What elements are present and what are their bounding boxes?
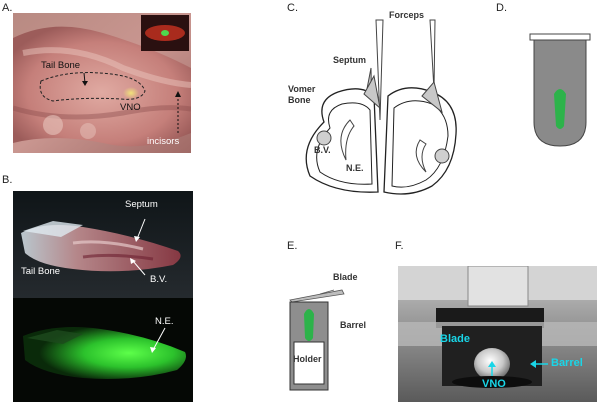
- panel-c-label-vomer-bone: Vomer Bone: [288, 84, 316, 105]
- panel-c-letter: C.: [287, 2, 298, 14]
- panel-c-label-ne: N.E.: [346, 163, 364, 173]
- panel-f-letter: F.: [395, 240, 404, 252]
- panel-b-image-fluorescence: [13, 298, 193, 402]
- panel-f-label-barrel: Barrel: [551, 357, 583, 369]
- panel-b-label-bv: B.V.: [150, 274, 168, 285]
- panel-b-letter: B.: [2, 174, 13, 186]
- panel-f-image: [398, 266, 597, 402]
- panel-a-label-tail-bone: Tail Bone: [41, 60, 81, 71]
- panel-a-label-incisors: incisors: [147, 136, 180, 147]
- panel-b-image-brightfield: [13, 191, 193, 298]
- panel-c-label-forceps: Forceps: [389, 10, 425, 20]
- panel-a-letter: A.: [2, 2, 13, 14]
- panel-b-label-tail-bone: Tail Bone: [21, 266, 61, 277]
- panel-d-diagram: [529, 33, 591, 147]
- panel-c-label-septum: Septum: [333, 55, 367, 65]
- panel-b-label-ne: N.E.: [155, 316, 174, 327]
- panel-f-photo: Blade Barrel VNO: [398, 266, 597, 402]
- panel-d-letter: D.: [496, 2, 507, 14]
- panel-e-diagram: [289, 289, 345, 391]
- panel-b-photo-top: Septum Tail Bone B.V.: [13, 191, 193, 298]
- panel-e-label-blade: Blade: [333, 272, 358, 282]
- panel-c-label-bv: B.V.: [314, 145, 331, 155]
- panel-e-label-holder: Holder: [293, 354, 322, 364]
- panel-a-image: [13, 13, 191, 153]
- panel-a-label-vno: VNO: [120, 102, 141, 113]
- panel-e-letter: E.: [287, 240, 298, 252]
- panel-a-photo: Tail Bone VNO incisors: [13, 13, 191, 153]
- panel-f-label-blade: Blade: [440, 333, 470, 345]
- panel-f-label-vno: VNO: [482, 378, 506, 390]
- panel-c-diagram: [305, 19, 457, 195]
- panel-b-label-septum: Septum: [125, 199, 158, 210]
- panel-e-label-barrel: Barrel: [340, 320, 367, 330]
- panel-b-photo-bottom: N.E.: [13, 298, 193, 402]
